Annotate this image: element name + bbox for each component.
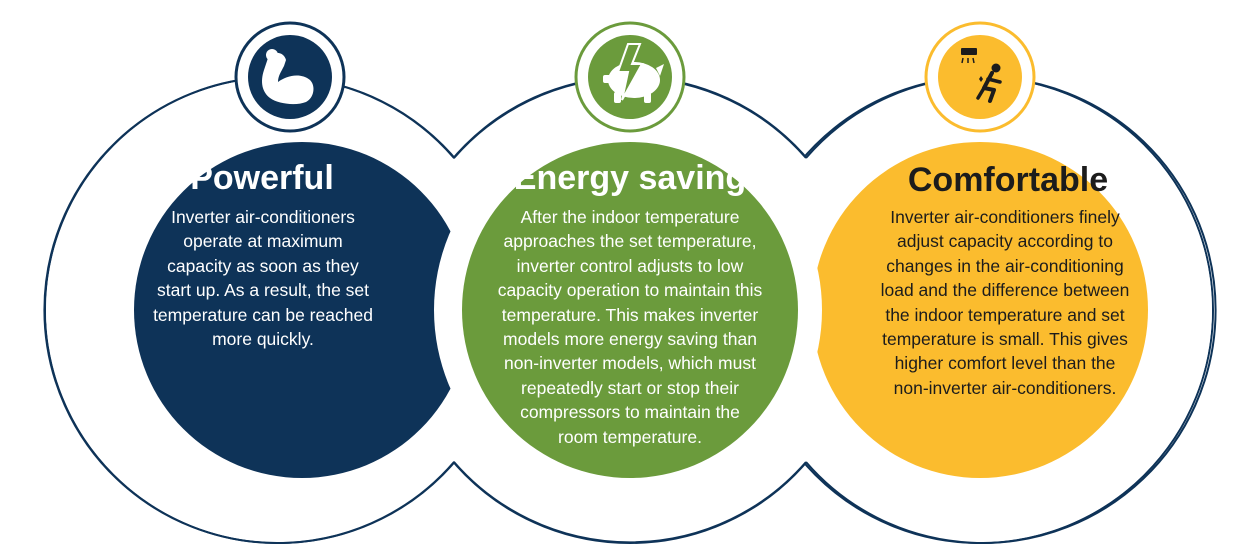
badge-energy-saving [574,21,686,133]
body-line: temperature. This makes inverter [501,304,759,325]
body-line: more quickly. [212,329,314,350]
body-line: approaches the set temperature, [503,231,757,252]
piggy-bank-lightning-icon [603,43,664,103]
body-line: compressors to maintain the [520,402,740,423]
body-line: inverter control adjusts to low [516,255,744,276]
body-line: non-inverter air-conditioners. [893,377,1117,398]
body-line: start up. As a result, the set [156,280,370,301]
body-line: Inverter air-conditioners finely [890,207,1120,227]
body-line: adjust capacity according to [897,231,1113,252]
panel-body-comfortable: Inverter air-conditioners finely adjust … [850,205,1160,400]
body-line: temperature is small. This gives [882,329,1128,350]
badge-comfortable [924,21,1036,133]
body-line: room temperature. [558,426,702,447]
panel-powerful-disk [134,142,470,478]
body-line: the indoor temperature and set [885,304,1125,325]
panel-title-energy-saving: Energy saving [513,159,747,197]
body-line: models more energy saving than [503,329,757,350]
body-line: temperature can be reached [153,304,373,325]
body-line: Inverter air-conditioners [171,207,355,227]
body-line: After the indoor temperature [520,207,740,227]
panel-body-powerful: Inverter air-conditioners operate at max… [132,205,394,351]
panel-title-powerful: Powerful [190,159,334,197]
panel-body-energy-saving: After the indoor temperature approaches … [470,205,790,449]
panel-energy-saving-disk [462,142,798,478]
body-line: repeatedly start or stop their [521,377,739,398]
body-line: load and the difference between [880,280,1130,301]
flexed-arm-icon [262,49,314,105]
body-line: operate at maximum [183,231,343,252]
body-line: higher comfort level than the [894,353,1116,374]
body-line: capacity operation to maintain this [497,280,763,301]
badge-powerful [234,21,346,133]
body-line: changes in the air-conditioning [886,255,1124,276]
panel-title-comfortable: Comfortable [907,161,1109,199]
body-line: capacity as soon as they [167,255,359,276]
body-line: non-inverter models, which must [504,353,756,374]
panel-comfortable-disk [812,142,1148,478]
person-relaxing-under-air-conditioner-icon [961,48,1002,103]
